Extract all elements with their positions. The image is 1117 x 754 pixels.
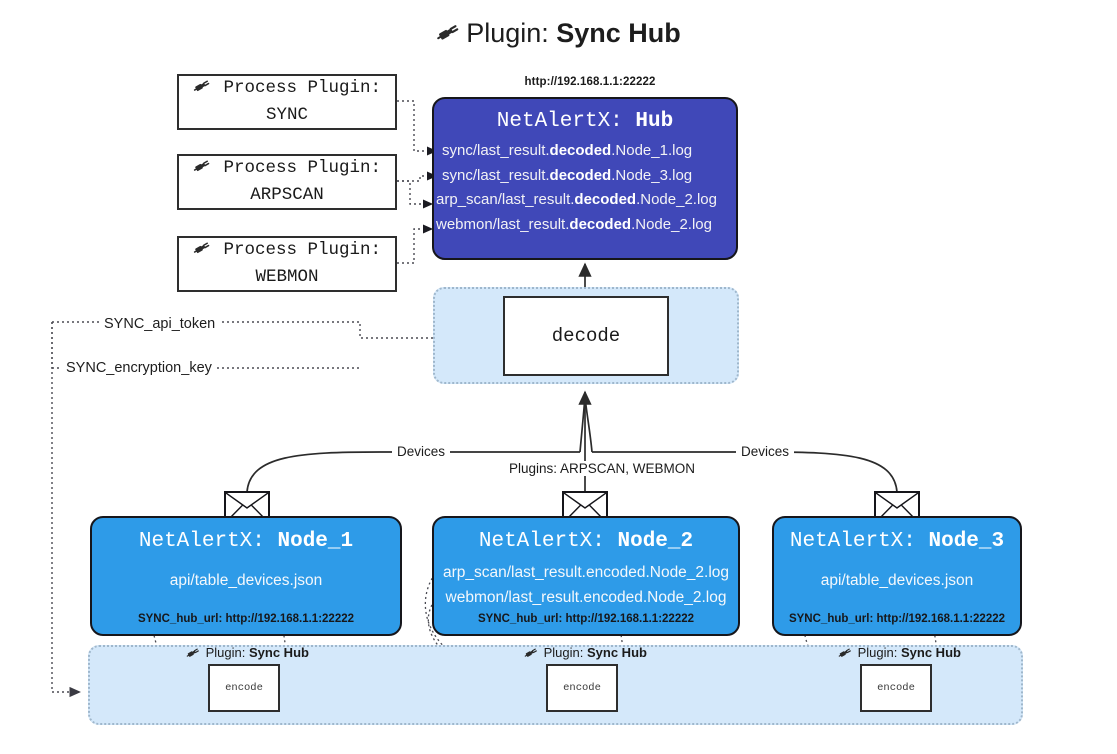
node-hub-url: SYNC_hub_url: http://192.168.1.1:22222 (774, 613, 1020, 625)
hub-log-line: webmon/last_result.decoded.Node_2.log (436, 213, 736, 238)
node-title: NetAlertX: Node_1 (92, 530, 400, 553)
node-title-prefix: NetAlertX: (478, 530, 605, 553)
hub-log-post: .Node_2.log (631, 215, 712, 233)
hub-title-prefix: NetAlertX: (496, 110, 623, 133)
config-label-encryption-key: SYNC_encryption_key (62, 360, 216, 376)
plug-icon (193, 242, 223, 263)
node-title-prefix: NetAlertX: (138, 530, 265, 553)
node-title: NetAlertX: Node_2 (434, 530, 738, 553)
hub-log-list: sync/last_result.decoded.Node_1.log sync… (434, 139, 736, 237)
process-plugin-line1: Process Plugin: (193, 238, 381, 266)
process-plugin-box-arpscan[interactable]: Process Plugin: ARPSCAN (177, 154, 397, 210)
node-hub-url-value: http://192.168.1.1:22222 (876, 613, 1006, 625)
decode-box[interactable]: decode (503, 296, 669, 376)
node-resource-line: arp_scan/last_result.encoded.Node_2.log (442, 564, 730, 581)
process-plugin-line1: Process Plugin: (193, 156, 381, 184)
hub-title: NetAlertX: Hub (434, 110, 736, 133)
encoder-caption-prefix: Plugin: (205, 645, 246, 660)
edge-label-devices-right: Devices (736, 444, 795, 459)
process-plugin-label: Process Plugin: (223, 158, 382, 179)
encoder-caption-prefix: Plugin: (543, 645, 584, 660)
edge-label-plugins-center: Plugins: ARPSCAN, WEBMON (504, 461, 701, 476)
encode-box[interactable]: encode (860, 664, 932, 712)
process-plugin-line1: Process Plugin: (193, 76, 381, 104)
node-hub-url: SYNC_hub_url: http://192.168.1.1:22222 (92, 613, 400, 625)
node-title-prefix: NetAlertX: (789, 530, 916, 553)
node-title-name: Node_3 (928, 530, 1005, 553)
hub-log-strong: decoded (549, 166, 612, 184)
node-resource-line: api/table_devices.json (169, 572, 323, 589)
hub-log-pre: webmon/last_result. (436, 215, 570, 233)
node-title-name: Node_2 (617, 530, 694, 553)
config-label-api-token: SYNC_api_token (100, 316, 220, 332)
node-box-node-1[interactable]: NetAlertX: Node_1 api/table_devices.json… (90, 516, 402, 636)
encoder-caption: Plugin: Sync Hub (838, 645, 961, 663)
node-title-name: Node_1 (277, 530, 354, 553)
encoder-caption-prefix: Plugin: (857, 645, 898, 660)
process-plugin-box-sync[interactable]: Process Plugin: SYNC (177, 74, 397, 130)
node-resource-line: api/table_devices.json (820, 572, 974, 589)
node-hub-url-value: http://192.168.1.1:22222 (225, 613, 355, 625)
node-hub-url-key: SYNC_hub_url: (137, 613, 223, 625)
hub-log-pre: sync/last_result. (442, 142, 550, 159)
node-hub-url-value: http://192.168.1.1:22222 (565, 613, 695, 625)
hub-log-post: .Node_3.log (611, 166, 693, 184)
encoder-caption-name: Sync Hub (587, 645, 647, 660)
node-hub-url: SYNC_hub_url: http://192.168.1.1:22222 (434, 613, 738, 625)
plug-icon (186, 648, 205, 663)
node-hub-url-key: SYNC_hub_url: (788, 613, 874, 625)
hub-node[interactable]: NetAlertX: Hub sync/last_result.decoded.… (432, 97, 738, 260)
encoder-caption-name: Sync Hub (249, 645, 309, 660)
hub-log-strong: decoded (549, 142, 612, 159)
hub-log-line: arp_scan/last_result.decoded.Node_2.log (436, 188, 736, 213)
encoder-caption-name: Sync Hub (901, 645, 961, 660)
hub-log-post: .Node_1.log (611, 142, 693, 159)
page-title-prefix: Plugin: (466, 18, 549, 48)
hub-log-strong: decoded (569, 215, 632, 233)
process-plugin-name: WEBMON (255, 267, 319, 287)
plug-icon (838, 648, 857, 663)
encoder-caption: Plugin: Sync Hub (186, 645, 309, 663)
process-plugin-label: Process Plugin: (223, 78, 382, 99)
encode-box[interactable]: encode (208, 664, 280, 712)
hub-log-pre: arp_scan/last_result. (436, 191, 575, 209)
node-box-node-2[interactable]: NetAlertX: Node_2 arp_scan/last_result.e… (432, 516, 740, 636)
node-box-node-3[interactable]: NetAlertX: Node_3 api/table_devices.json… (772, 516, 1022, 636)
hub-title-name: Hub (635, 110, 674, 133)
node-hub-url-key: SYNC_hub_url: (477, 613, 563, 625)
node-title: NetAlertX: Node_3 (774, 530, 1020, 553)
hub-log-strong: decoded (574, 191, 637, 209)
process-plugin-name: SYNC (265, 105, 308, 125)
process-plugin-box-webmon[interactable]: Process Plugin: WEBMON (177, 236, 397, 292)
hub-log-pre: sync/last_result. (442, 166, 550, 184)
page-title-name: Sync Hub (556, 18, 681, 48)
node-resource-line: webmon/last_result.encoded.Node_2.log (445, 589, 727, 607)
hub-log-post: .Node_2.log (636, 191, 717, 209)
plug-icon (193, 80, 223, 101)
plug-icon (524, 648, 543, 663)
plug-icon (193, 160, 223, 181)
edge-label-devices-left: Devices (392, 444, 451, 459)
plug-icon (436, 19, 462, 52)
hub-url-label: http://192.168.1.1:22222 (524, 76, 656, 88)
process-plugin-name: ARPSCAN (250, 185, 324, 205)
page-title: Plugin: Sync Hub (0, 18, 1117, 52)
encoder-caption: Plugin: Sync Hub (524, 645, 647, 663)
process-plugin-label: Process Plugin: (223, 240, 382, 261)
hub-log-line: sync/last_result.decoded.Node_3.log (442, 164, 736, 189)
encode-box[interactable]: encode (546, 664, 618, 712)
hub-log-line: sync/last_result.decoded.Node_1.log (442, 139, 736, 164)
